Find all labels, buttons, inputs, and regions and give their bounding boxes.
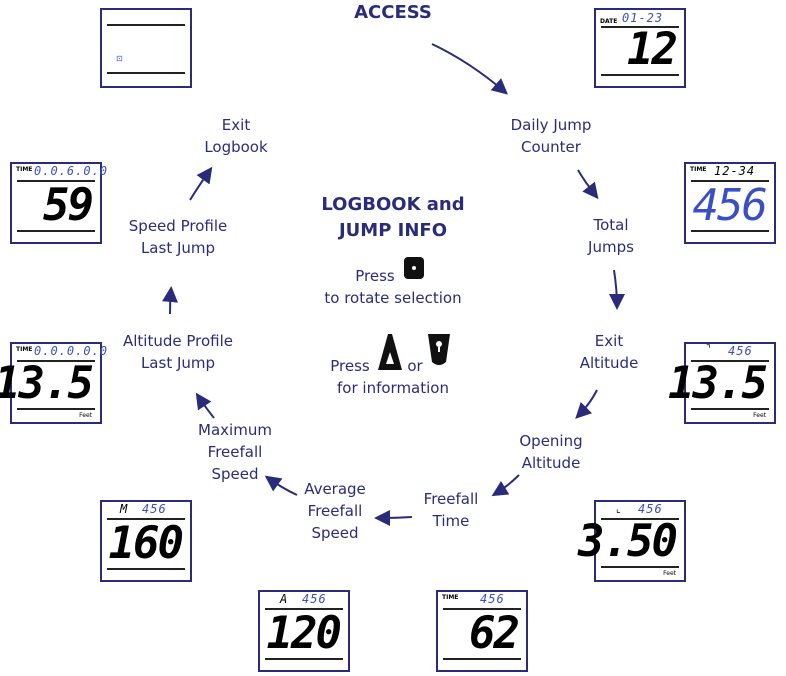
lcd-speed-profile-top: 0.0.6.0.0 xyxy=(34,164,109,178)
select-button-icon xyxy=(404,257,424,279)
for-information-label: for information xyxy=(337,379,449,397)
arrow-freefall-to-average xyxy=(374,509,413,526)
arrow-average-to-maximum xyxy=(264,475,298,496)
lcd-daily-counter: DATE 01-23 12 xyxy=(594,8,686,88)
lcd-freefall-time: TIME 456 62 xyxy=(436,590,528,672)
lcd-daily-counter-value: 12 xyxy=(627,24,678,75)
arrow-daily-to-total xyxy=(577,169,599,200)
lcd-altitude-profile-unit: Feet xyxy=(79,412,92,419)
lcd-opening-altitude-value: 3.50 xyxy=(578,516,678,567)
lcd-exit-altitude-value: 13.5 xyxy=(668,358,768,409)
info-press-label: Press xyxy=(330,357,370,375)
lcd-freefall-time-value: 62 xyxy=(469,608,520,659)
arrow-speed-to-exit-logbook xyxy=(189,166,213,201)
arrow-total-to-exit-alt xyxy=(608,269,625,310)
lcd-maximum-speed: M 456 160 xyxy=(100,500,192,582)
avg-symbol-icon: A xyxy=(280,592,288,606)
arrow-access-to-daily xyxy=(431,43,509,95)
lcd-altitude-profile-small: TIME xyxy=(16,346,33,353)
arrow-altitude-to-speed xyxy=(162,286,178,315)
lcd-maximum-speed-top: 456 xyxy=(142,502,167,516)
rotate-press-label: Press xyxy=(355,267,395,285)
lcd-average-speed: A 456 120 xyxy=(258,590,350,672)
light-button-icon xyxy=(428,334,450,368)
lcd-average-speed-value: 120 xyxy=(266,608,342,659)
lcd-exit-altitude-top: 456 xyxy=(728,344,753,358)
lcd-freefall-time-top: 456 xyxy=(480,592,505,606)
lcd-freefall-time-small: TIME xyxy=(442,594,459,601)
arrow-maximum-to-altitude xyxy=(195,392,215,419)
lcd-maximum-speed-value: 160 xyxy=(108,518,184,569)
lcd-exit-altitude-unit: Feet xyxy=(753,412,766,419)
lcd-average-speed-top: 456 xyxy=(302,592,327,606)
lcd-exit-altitude: 456 ⌝ 13.5 Feet xyxy=(668,342,776,424)
lcd-exit-logbook: ⊡ xyxy=(100,8,192,88)
opening-symbol-icon: ⌞ xyxy=(616,504,621,515)
center-title-line2: JUMP INFO xyxy=(338,220,448,241)
lcd-altitude-profile: TIME 0.0.0.0.0 13.5 Feet xyxy=(0,342,107,424)
arrow-exit-to-opening xyxy=(575,389,598,419)
lcd-total-jumps: TIME 12-34 456 xyxy=(684,162,776,244)
lcd-daily-counter-top: 01-23 xyxy=(622,11,664,25)
lcd-speed-profile-value: 59 xyxy=(43,180,94,231)
access-title: ACCESS xyxy=(354,2,432,23)
lcd-opening-altitude-unit: Feet xyxy=(663,570,676,577)
lcd-speed-profile: TIME 0.0.6.0.0 59 xyxy=(10,162,107,244)
lcd-opening-altitude: ⌞ 456 3.50 Feet xyxy=(578,500,686,582)
lcd-altitude-profile-value: 13.5 xyxy=(0,358,94,409)
info-or-label: or xyxy=(407,357,423,375)
lcd-opening-altitude-top: 456 xyxy=(638,502,663,516)
center-title-line1: LOGBOOK and xyxy=(321,194,465,215)
rotate-selection-label: to rotate selection xyxy=(324,289,462,307)
lcd-total-jumps-value: 456 xyxy=(692,180,768,231)
lcd-daily-counter-small: DATE xyxy=(600,18,618,25)
lcd-total-jumps-small: TIME xyxy=(690,166,707,173)
max-symbol-icon: M xyxy=(120,502,128,516)
exit-symbol-icon: ⌝ xyxy=(706,344,711,355)
lcd-total-jumps-top: 12-34 xyxy=(714,164,756,178)
arrow-opening-to-freefall xyxy=(491,474,520,497)
lcd-altitude-profile-top: 0.0.0.0.0 xyxy=(34,344,109,358)
lcd-speed-profile-small: TIME xyxy=(16,166,33,173)
logbook-symbol-icon: ⊡ xyxy=(116,54,123,63)
up-button-icon xyxy=(378,334,402,370)
